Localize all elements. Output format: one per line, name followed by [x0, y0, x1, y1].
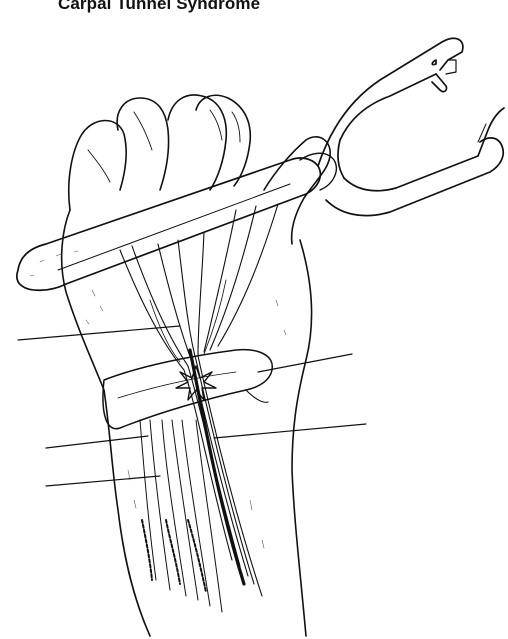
leader-lines [18, 326, 366, 486]
shading-marks [30, 251, 286, 548]
leader-line-flexors [46, 476, 160, 486]
tendons-and-nerves [120, 204, 278, 612]
leader-line-wrist [214, 424, 366, 438]
retractor-icon [17, 38, 504, 290]
leader-line-median-nerve-upper [18, 326, 180, 340]
leader-line-tendons [46, 436, 148, 448]
carpal-ligament-band [103, 350, 272, 429]
